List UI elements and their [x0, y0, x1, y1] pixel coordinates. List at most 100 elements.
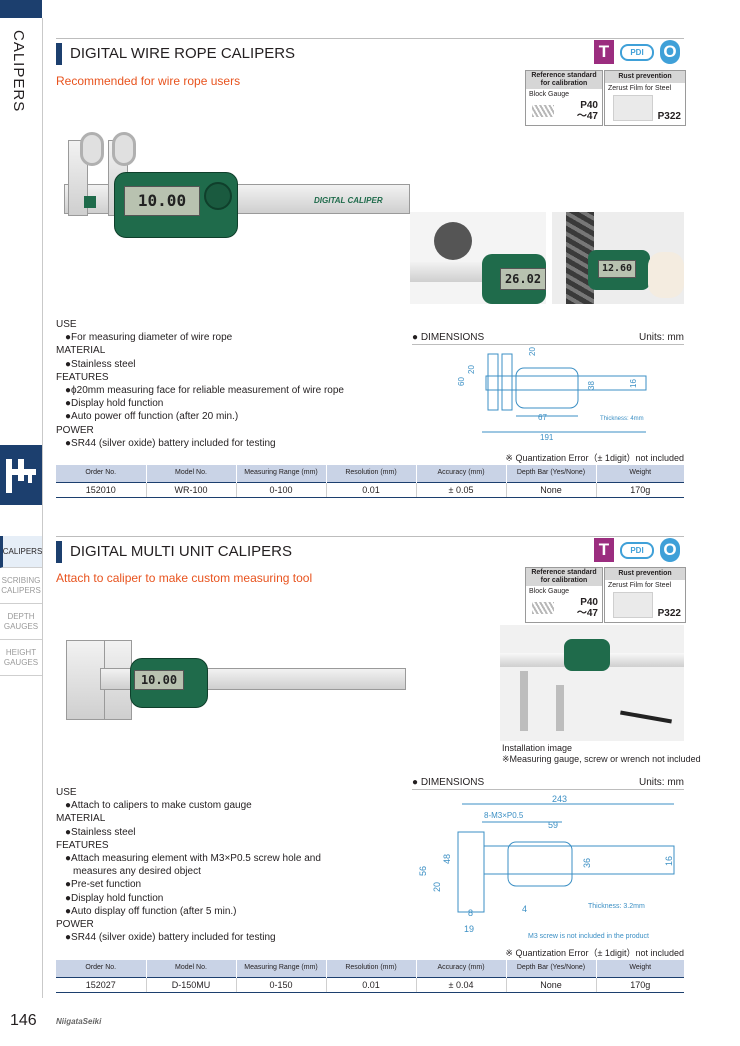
spec-heading-power: POWER — [56, 424, 94, 436]
table-cell: D-150MU — [145, 976, 236, 993]
inset-lcd-2: 12.60 — [598, 260, 636, 278]
table-cell: 0.01 — [325, 481, 416, 498]
col-header: Model No. — [145, 960, 236, 977]
o-badge: O — [660, 40, 680, 64]
units-label: Units: mm — [639, 777, 684, 788]
inset-lcd-1: 26.02 — [500, 268, 546, 290]
section-header: DIGITAL WIRE ROPE CALIPERS — [56, 38, 684, 65]
col-header: Weight — [595, 465, 684, 482]
rust-prevention-box: Rust prevention Zerust Film for Steel P3… — [604, 70, 686, 126]
dim-value: 38 — [587, 381, 596, 390]
t-badge: T — [594, 538, 614, 562]
col-header: Order No. — [56, 960, 146, 977]
dim-value: 8-M3×P0.5 — [484, 811, 524, 820]
spec-item: ●Attach to calipers to make custom gauge — [65, 800, 252, 812]
col-header: Accuracy (mm) — [415, 465, 506, 482]
reference-standard-name: Block Gauge — [529, 588, 570, 595]
dim-value: 4 — [522, 904, 527, 914]
table-cell: WR-100 — [145, 481, 236, 498]
section-header: DIGITAL MULTI UNIT CALIPERS — [56, 536, 684, 563]
reference-standard-name: Block Gauge — [529, 91, 570, 98]
spec-list: USE ●For measuring diameter of wire rope… — [56, 318, 344, 450]
dim-value: 48 — [442, 854, 452, 864]
section-vertical-label: CALIPERS — [10, 30, 27, 113]
spec-item: ●Attach measuring element with M3×P0.5 s… — [65, 853, 321, 865]
table-cell: 170g — [595, 976, 684, 993]
dim-value: 19 — [464, 924, 474, 934]
quantization-note: ※ Quantization Error（± 1digit）not includ… — [505, 948, 684, 958]
rust-prevention-page: P322 — [657, 111, 681, 122]
caliper-icon — [0, 445, 42, 505]
installation-caption: Installation image ※Measuring gauge, scr… — [502, 743, 701, 765]
col-header: Model No. — [145, 465, 236, 482]
caliper-lcd: 10.00 — [124, 186, 200, 216]
rust-prevention-box: Rust prevention Zerust Film for Steel P3… — [604, 567, 686, 623]
table-cell: 152027 — [56, 976, 146, 993]
t-badge: T — [594, 40, 614, 64]
dimension-drawing: 243 8-M3×P0.5 59 56 48 36 16 20 8 4 19 T… — [418, 794, 675, 940]
reference-standard-header: Reference standard for calibration — [526, 71, 602, 89]
spec-item: ●Display hold function — [65, 892, 164, 904]
col-header: Resolution (mm) — [325, 465, 416, 482]
reference-standard-box: Reference standard for calibration Block… — [525, 70, 603, 126]
col-header: Measuring Range (mm) — [235, 960, 326, 977]
col-header: Resolution (mm) — [325, 960, 416, 977]
section-title: DIGITAL MULTI UNIT CALIPERS — [70, 543, 292, 560]
top-tab-marker — [0, 0, 42, 18]
divider — [42, 18, 43, 518]
table-cell: ± 0.04 — [415, 976, 506, 993]
dim-value: M3 screw is not included in the product — [528, 933, 649, 940]
col-header: Depth Bar (Yes/None) — [505, 960, 596, 977]
reference-standard-page: P40 ～47 — [576, 100, 598, 122]
units-label: Units: mm — [639, 332, 684, 343]
section-bar — [56, 541, 62, 563]
table-row: 152010 WR-100 0-100 0.01 ± 0.05 None 170… — [56, 481, 684, 498]
col-header: Weight — [595, 960, 684, 977]
dim-value: Thickness: 4mm — [600, 416, 644, 422]
caption-line: ※Measuring gauge, screw or wrench not in… — [502, 754, 701, 764]
spec-item: ●Auto display off function (after 5 min.… — [65, 905, 237, 917]
divider — [412, 344, 684, 345]
spec-item: ●ϕ20mm measuring face for reliable measu… — [65, 385, 344, 397]
feature-badges: T PDI O — [594, 40, 686, 66]
dim-value: Thickness: 3.2mm — [588, 903, 645, 910]
rust-prevention-header: Rust prevention — [605, 568, 685, 580]
caption-line: Installation image — [502, 743, 573, 753]
pdi-badge: PDI — [620, 44, 654, 61]
spec-item: ●SR44 (silver oxide) battery included fo… — [65, 437, 276, 449]
caliper-brand-label: DIGITAL CALIPER — [314, 196, 383, 205]
spec-list: USE ●Attach to calipers to make custom g… — [56, 786, 321, 944]
table-row: 152027 D-150MU 0-150 0.01 ± 0.04 None 17… — [56, 976, 684, 993]
dim-value: 20 — [528, 347, 537, 356]
dimension-drawing: 60 20 20 38 16 67 191 Thickness: 4mm — [457, 347, 647, 442]
reference-standard-header: Reference standard for calibration — [526, 568, 602, 586]
side-menu-calipers[interactable]: CALIPERS — [0, 536, 42, 568]
brand-logo: NiigataSeiki — [56, 1017, 102, 1026]
reference-standard-page: P40 ～47 — [576, 597, 598, 619]
wire-rope-hand-image: 12.60 — [552, 212, 684, 304]
section-title: DIGITAL WIRE ROPE CALIPERS — [70, 45, 296, 62]
rust-prevention-name: Zerust Film for Steel — [608, 582, 672, 589]
spec-item: ●Pre-set function — [65, 879, 142, 891]
dim-value: 60 — [457, 377, 466, 386]
side-menu-height-gauges[interactable]: HEIGHT GAUGES — [0, 640, 42, 676]
zerust-film-image — [613, 592, 653, 618]
page-number: 146 — [10, 1012, 37, 1029]
side-menu-depth-gauges[interactable]: DEPTH GAUGES — [0, 604, 42, 640]
zerust-film-image — [613, 95, 653, 121]
feature-badges: T PDI O — [594, 538, 686, 564]
caliper-lcd: 10.00 — [134, 670, 184, 690]
side-menu-scribing-calipers[interactable]: SCRIBING CALIPERS — [0, 568, 42, 604]
table-cell: ± 0.05 — [415, 481, 506, 498]
table-cell: 0.01 — [325, 976, 416, 993]
table-cell: None — [505, 481, 596, 498]
table-cell: 0-150 — [235, 976, 326, 993]
divider — [42, 518, 43, 998]
divider — [412, 789, 684, 790]
dim-value: 56 — [418, 866, 428, 876]
dim-value: 20 — [432, 882, 442, 892]
table-cell: None — [505, 976, 596, 993]
reference-standard-box: Reference standard for calibration Block… — [525, 567, 603, 623]
spec-item: ●Stainless steel — [65, 826, 136, 838]
table-cell: 170g — [595, 481, 684, 498]
